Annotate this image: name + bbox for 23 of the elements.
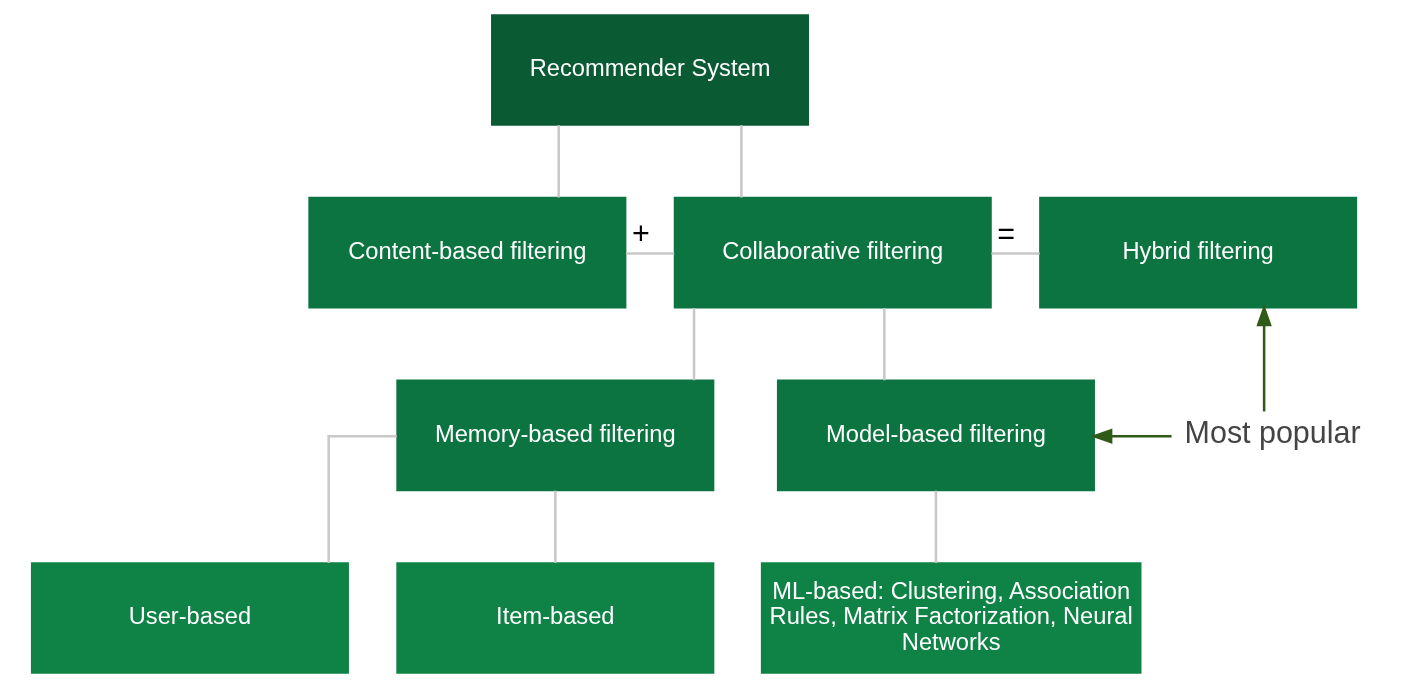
connector [626, 252, 675, 255]
node-text: Most popular [1184, 414, 1361, 449]
node-box: Hybrid filtering [1039, 196, 1358, 309]
edge-label: = [997, 216, 1016, 251]
node-box: Recommender System [491, 14, 810, 126]
connector [692, 307, 696, 381]
arrow [1090, 428, 1172, 444]
connector [740, 125, 743, 198]
connector [557, 125, 560, 198]
connector [934, 490, 938, 563]
node-box: ML-based: Clustering, Association Rules, Matrix Factorization, Neural Networks [760, 562, 1142, 674]
connector [554, 490, 557, 563]
node-box: Memory-based filtering [396, 379, 715, 492]
node-box: Item-based [396, 562, 715, 674]
connector [991, 252, 1040, 255]
node-box: Content-based filtering [308, 196, 627, 309]
node-box: User-based [30, 562, 349, 674]
node-box: Collaborative filtering [673, 196, 992, 309]
node-box: Model-based filtering [776, 379, 1095, 492]
edge-label: + [631, 216, 650, 251]
connector [883, 307, 886, 381]
connector [327, 434, 397, 563]
arrow [1256, 304, 1272, 412]
